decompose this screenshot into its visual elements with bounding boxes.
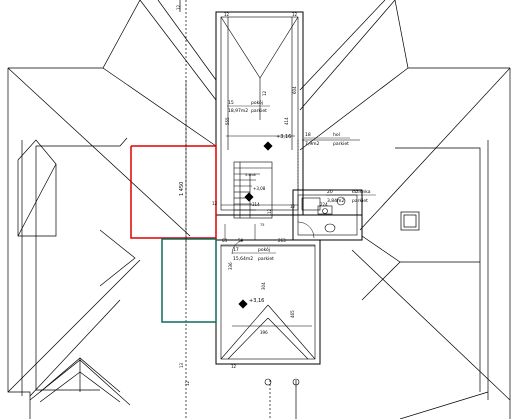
dim-overall: 1 450 <box>179 182 185 196</box>
room-20-floor: parkiet <box>352 198 368 204</box>
room-15-area: 18,97m2 <box>228 108 248 114</box>
room-17-floor: parkiet <box>258 256 274 262</box>
dimension-lines <box>185 80 360 327</box>
dim-bot-63: 63 <box>222 238 228 243</box>
staircase <box>233 161 273 219</box>
room-17-area: 15,64m2 <box>233 256 253 262</box>
bathroom-fixtures <box>301 196 346 233</box>
door-swings <box>224 221 315 255</box>
room-15-name: pokój <box>251 99 263 106</box>
red-outline <box>130 145 217 239</box>
dim-bot-263: 263 <box>278 238 286 243</box>
room-label-underlines <box>227 105 376 254</box>
dim-lower-465: 465 <box>290 310 295 318</box>
dim-col-12-mid: 12 <box>212 201 218 206</box>
upper-room-roof-lines <box>220 16 316 360</box>
room-20-name: łazienka <box>352 189 371 195</box>
room-18-floor: parkiet <box>333 141 349 147</box>
room-18-area: 7,9m2 <box>305 141 320 147</box>
dimension-labels: 12 12 555 414 604 1 450 12 12 12 5-stuk … <box>176 4 328 386</box>
section-markers <box>264 208 328 386</box>
dim-lower-304: 304 <box>261 282 266 290</box>
dim-upper-414: 414 <box>284 117 289 125</box>
dim-lower-336: 336 <box>228 262 233 270</box>
level-upper: +3,16 <box>276 134 291 140</box>
room-17-number: 17 <box>233 247 239 253</box>
room-labels: 15 pokój 18,97m2 parkiet 18 hol 7,9m2 pa… <box>228 99 371 262</box>
level-labels: +3,16 +3,08 +3,16 <box>249 134 291 304</box>
room-17-name: pokój <box>258 246 270 253</box>
dim-left-13: 13 <box>179 362 184 368</box>
dim-upper-555: 555 <box>225 117 230 125</box>
dim-top-12b: 12 <box>292 12 298 17</box>
dim-mid-224: 224 <box>320 202 328 207</box>
room-20-number: 20 <box>327 189 333 195</box>
dim-col-12-right: 12 <box>262 90 267 96</box>
room-18-number: 18 <box>305 132 311 138</box>
room-15-number: 15 <box>228 100 234 106</box>
teal-outline <box>161 238 217 323</box>
level-markers <box>238 141 273 309</box>
dim-upper-604: 604 <box>292 86 297 94</box>
roof-windows <box>400 211 420 231</box>
building-walls <box>215 11 363 365</box>
dim-col-12-left: 12 <box>176 4 181 10</box>
level-lower: +3,16 <box>249 298 264 304</box>
dim-mid-12: 12 <box>290 204 296 209</box>
dim-bottom-12b: 12 <box>231 364 237 369</box>
room-20-area: 3,84m2 <box>327 198 344 204</box>
dim-lower-396: 396 <box>260 330 268 335</box>
dim-stair-a: 5-stuk <box>245 173 257 177</box>
dim-stair-b: 12 <box>267 208 272 214</box>
room-18-name: hol <box>333 132 340 138</box>
dim-mid-75: 75 <box>260 223 264 227</box>
dim-bot-50: 50 <box>238 238 244 243</box>
dim-bottom-12a: 12 <box>185 380 190 386</box>
dim-top-12a: 12 <box>224 12 230 17</box>
dim-mid-314: 314 <box>252 202 260 207</box>
level-stair: +3,08 <box>253 186 266 191</box>
room-15-floor: parkiet <box>251 108 267 114</box>
roof-outline <box>7 0 511 419</box>
